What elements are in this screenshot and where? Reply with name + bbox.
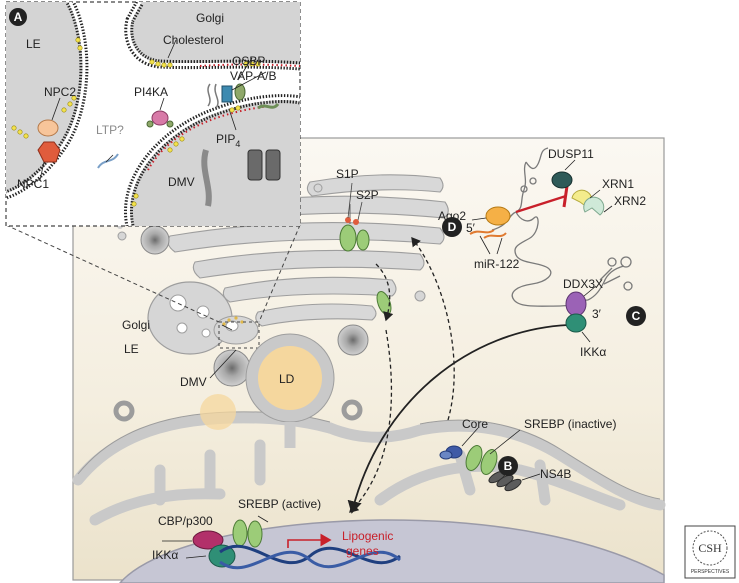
pip4-label: PIP4 [216, 132, 240, 149]
genes-label: genes [346, 544, 379, 558]
cbp-label: CBP/p300 [158, 514, 213, 528]
ddx3x-label: DDX3X [563, 277, 603, 291]
mir122-label: miR-122 [474, 257, 520, 271]
inhibition-bar [515, 194, 567, 214]
srebp-recycle-arrow [411, 236, 455, 421]
pi4ka-label: PI4KA [134, 85, 168, 99]
ring-vesicle [341, 399, 363, 421]
s2p-label: S2P [356, 188, 379, 202]
core-label: Core [462, 417, 488, 431]
ring-vesicle [113, 400, 135, 422]
cell [5, 137, 666, 583]
xrn2-label: XRN2 [614, 194, 646, 208]
nuclear-complex [162, 515, 401, 570]
ns4b-label: NS4B [540, 467, 571, 481]
osbp-label: OSBP [232, 54, 265, 68]
dmv-cluster [213, 315, 259, 345]
inset-dmv-membrane [128, 98, 300, 226]
inset-dmv-label: DMV [168, 175, 195, 189]
nuclear-ikka-label: IKKα [152, 548, 178, 562]
inset-golgi-label: Golgi [196, 11, 224, 25]
panel-badge-c: C [626, 306, 646, 326]
inset-panel [5, 1, 301, 227]
srebp-transport-arrow [375, 263, 394, 322]
five-prime-label: 5′ [466, 221, 476, 235]
rna-ikka-label: IKKα [580, 345, 606, 359]
panel-badge-b: B [498, 456, 518, 476]
npc2-label: NPC2 [44, 85, 76, 99]
svg-text:C: C [632, 309, 641, 323]
endoplasmic-reticulum [72, 412, 666, 526]
le-label: LE [124, 342, 139, 356]
inset-le-label: LE [26, 37, 41, 51]
svg-text:A: A [14, 10, 23, 24]
small-lipid-droplet [200, 394, 236, 430]
late-endosome [147, 281, 233, 355]
dense-vesicles [140, 225, 369, 387]
dmv-label: DMV [180, 375, 207, 389]
inset-le-membrane [6, 2, 84, 195]
srebp-nuclear-arrow [349, 329, 393, 513]
lipogenic-label: Lipogenic [342, 529, 393, 543]
three-prime-label: 3′ [592, 307, 602, 321]
vap-label: VAP-A/B [230, 69, 276, 83]
panel-badge-a: A [9, 8, 27, 26]
xrn1-label: XRN1 [602, 177, 634, 191]
ltp-label: LTP? [96, 123, 124, 137]
exonucleases [551, 159, 613, 216]
lipid-droplet-group [245, 333, 335, 448]
ago2-complex [469, 206, 511, 255]
svg-text:D: D [448, 220, 457, 234]
svg-text:CSH: CSH [698, 541, 722, 555]
npc1-label: NPC1 [17, 177, 49, 191]
s1p-s2p-proteins [339, 204, 392, 315]
srebp-active-label: SREBP (active) [238, 497, 321, 511]
ld-label: LD [279, 372, 295, 386]
panel-badge-d: D [442, 217, 462, 237]
golgi-label: Golgi [122, 318, 150, 332]
inset-guide-right [258, 224, 301, 323]
svg-text:B: B [504, 459, 513, 473]
ikk-nuclear-arrow [347, 324, 569, 514]
srebp-inactive-label: SREBP (inactive) [524, 417, 616, 431]
dmv-leader [209, 349, 237, 379]
ago2-label: Ago2 [438, 209, 466, 223]
dusp11-label: DUSP11 [548, 147, 594, 161]
cholesterol-label: Cholesterol [163, 33, 224, 47]
svg-text:PERSPECTIVES: PERSPECTIVES [691, 569, 730, 575]
inset-source-box [218, 321, 260, 349]
csh-perspectives-logo: CSH PERSPECTIVES [684, 525, 736, 579]
s1p-label: S1P [336, 167, 359, 181]
ddx3x-ikk [565, 285, 597, 343]
